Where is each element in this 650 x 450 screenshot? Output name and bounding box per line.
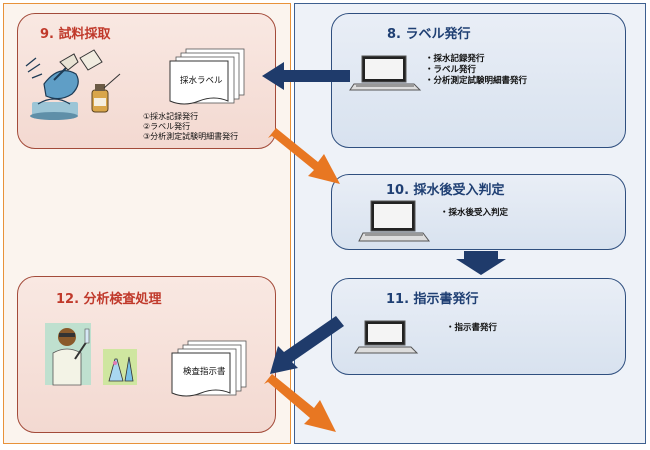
arrow-sampling-to-acceptance: [268, 128, 340, 184]
document-stack-icon: [171, 340, 247, 397]
scientist-illustration-icon: [45, 323, 137, 386]
box-instruction-title: 11. 指示書発行: [386, 292, 479, 307]
document-stack-icon: [169, 48, 245, 105]
label-issue-bullet-2: ・ラベル発行: [425, 65, 477, 75]
box-label-issue-title: 8. ラベル発行: [387, 27, 471, 42]
laptop-icon: [354, 320, 419, 354]
box-analysis-title: 12. 分析検査処理: [56, 292, 162, 307]
arrow-label-to-sampling: [262, 62, 350, 90]
sampling-illustration-icon: [25, 49, 121, 120]
doc-label-analysis: 検査指示書: [183, 367, 226, 377]
box-sampling-title: 9. 試料採取: [40, 27, 111, 42]
arrow-instruction-to-analysis: [270, 316, 344, 374]
instruction-bullet-1: ・指示書発行: [446, 323, 498, 333]
sampling-step-3: ③分析測定試験明細書発行: [143, 132, 239, 141]
sampling-step-2: ②ラベル発行: [143, 122, 191, 131]
arrow-analysis-out: [264, 374, 336, 432]
laptop-icon: [349, 55, 422, 91]
sampling-step-1: ①採水記録発行: [143, 112, 199, 121]
arrow-acceptance-to-instruction: [456, 251, 506, 275]
box-acceptance-title: 10. 採水後受入判定: [386, 183, 505, 198]
acceptance-bullet-1: ・採水後受入判定: [440, 208, 509, 218]
laptop-icon: [358, 200, 430, 242]
label-issue-bullet-1: ・採水記録発行: [425, 54, 485, 64]
label-issue-bullet-3: ・分析測定試験明細書発行: [425, 76, 528, 86]
doc-label-sampling: 採水ラベル: [180, 76, 223, 86]
